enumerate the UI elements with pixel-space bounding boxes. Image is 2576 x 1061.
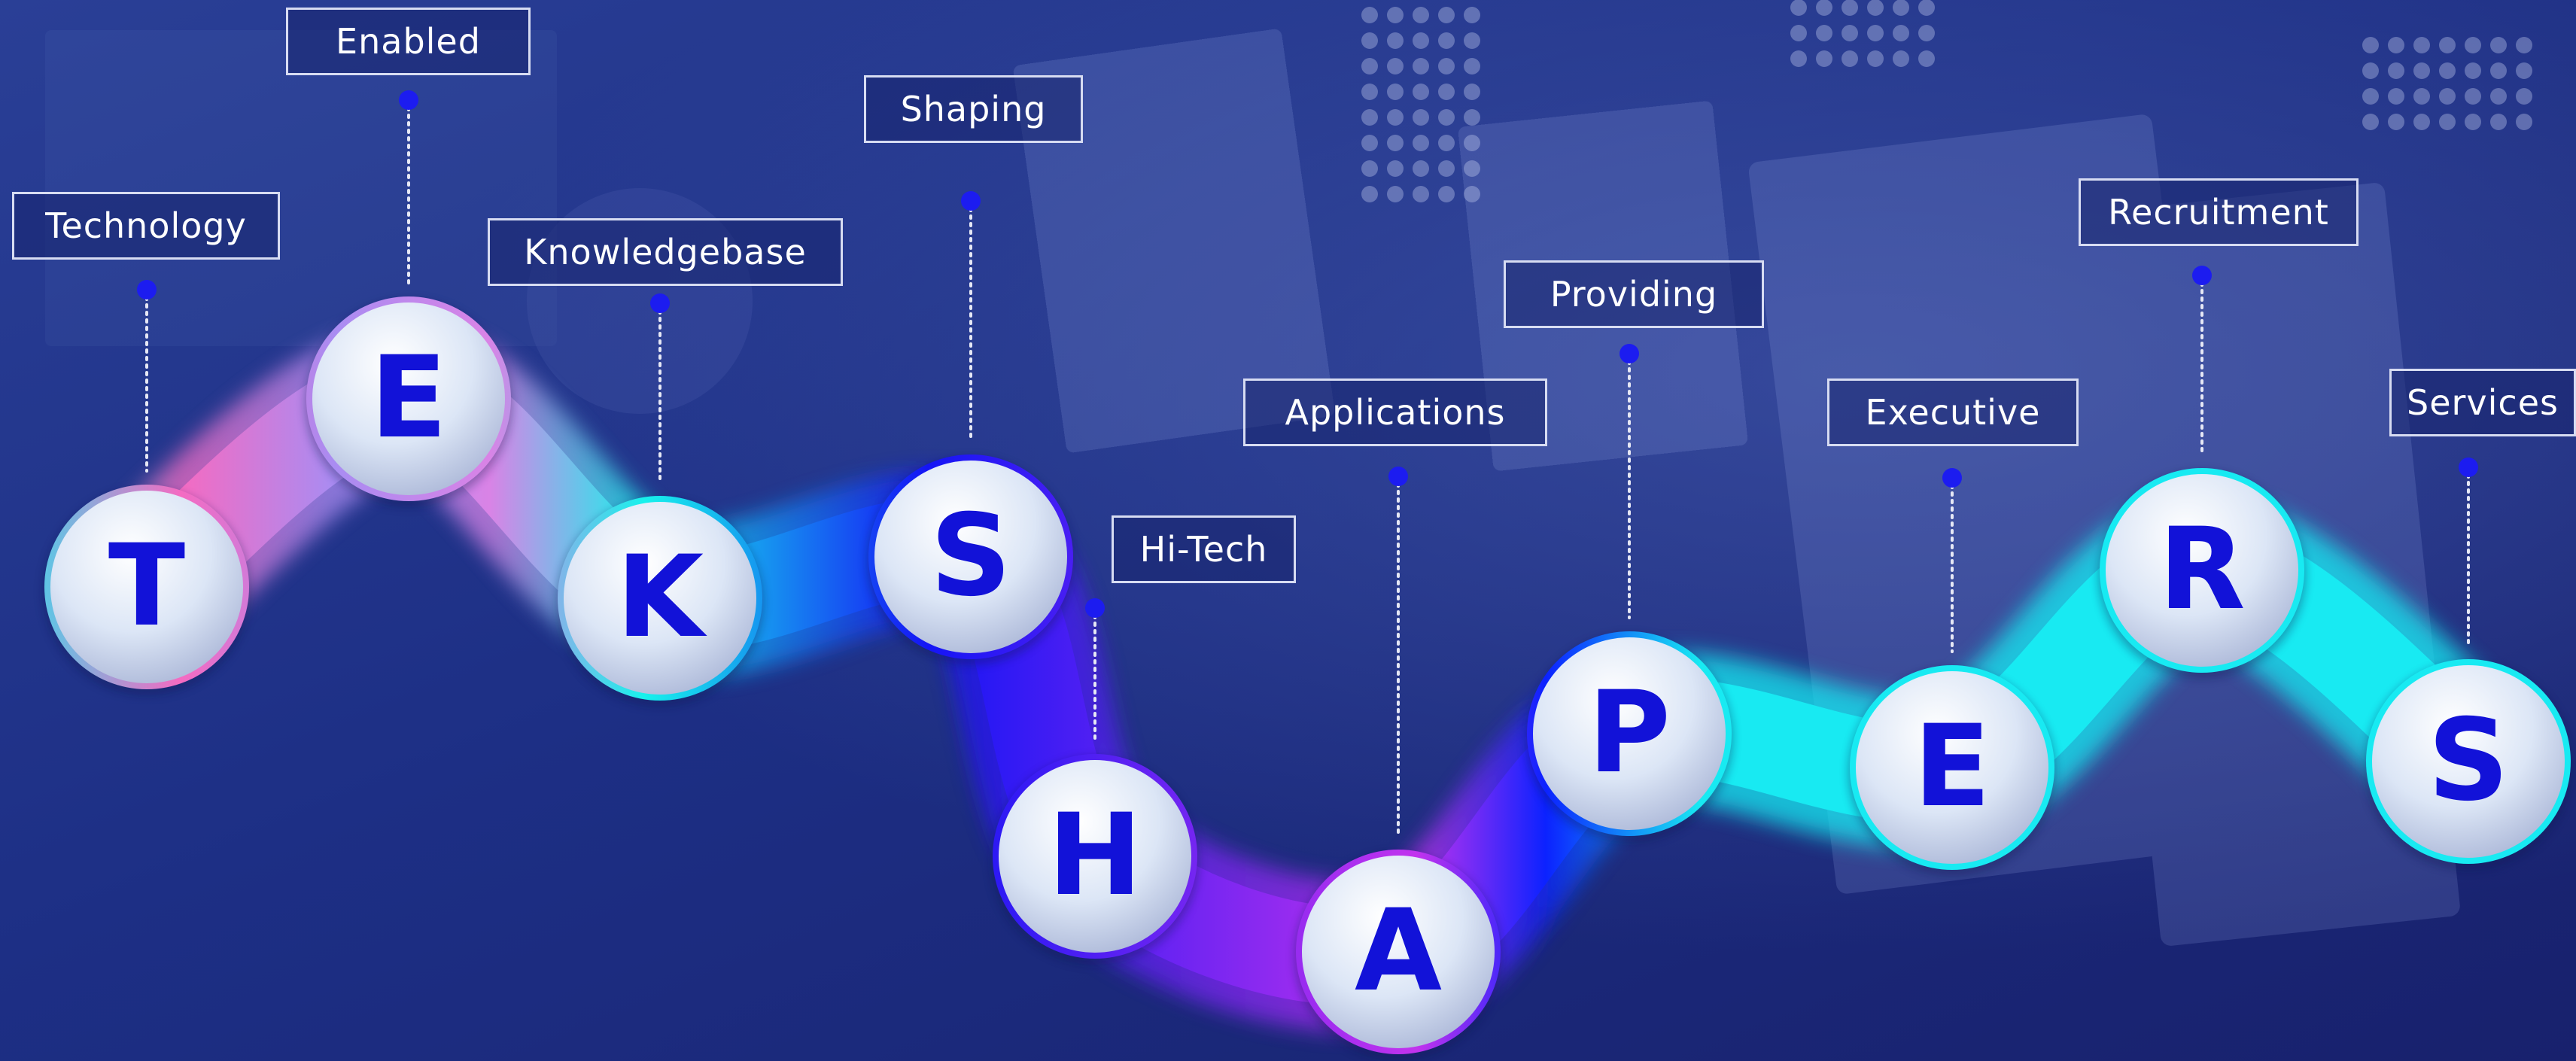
label-connector-dot — [137, 280, 157, 299]
letter-node: E — [305, 296, 512, 507]
letter-node: A — [1294, 850, 1502, 1060]
label-connector-dot — [1085, 598, 1105, 618]
node-label: Executive — [1827, 378, 2079, 446]
node-label: Shaping — [864, 75, 1083, 143]
connector-band — [71, 324, 2544, 1032]
letter-node: K — [556, 496, 764, 707]
node-label: Knowledgebase — [488, 218, 843, 286]
node-label: Applications — [1243, 378, 1547, 446]
node-letter: R — [2158, 504, 2246, 635]
node-letter: P — [1588, 667, 1671, 798]
label-connector-dot — [1620, 344, 1639, 363]
label-connector-dot — [961, 191, 981, 211]
label-connector-dot — [650, 293, 670, 313]
letter-node: E — [1848, 665, 2056, 876]
node-label: Technology — [12, 192, 280, 260]
node-letter: S — [930, 491, 1011, 622]
label-connector-dot — [2192, 266, 2212, 285]
node-letter: A — [1355, 886, 1442, 1017]
node-letter: S — [2428, 695, 2509, 826]
node-letter: K — [616, 532, 707, 663]
label-connector-dot — [399, 90, 418, 110]
node-label: Hi-Tech — [1112, 515, 1296, 583]
node-letter: E — [1914, 701, 1991, 832]
letter-node: H — [991, 754, 1199, 965]
node-letter: H — [1048, 790, 1142, 921]
node-label: Enabled — [286, 8, 531, 75]
letter-node: S — [2365, 659, 2572, 870]
letter-node: S — [867, 454, 1075, 665]
node-letter: T — [108, 521, 185, 652]
label-connectors — [137, 90, 2478, 838]
letter-node: P — [1525, 631, 1733, 842]
label-connector-dot — [1942, 468, 1962, 488]
node-label: Services — [2389, 369, 2576, 436]
label-connector-dot — [1388, 467, 1408, 486]
letter-nodes: T E K S H A P E R S — [43, 296, 2572, 1060]
letter-node: R — [2098, 468, 2306, 679]
label-connector-dot — [2459, 458, 2478, 477]
background-dot-grid — [1361, 0, 2532, 202]
letter-node: T — [43, 485, 251, 695]
node-letter: E — [370, 333, 447, 464]
node-label: Providing — [1504, 260, 1764, 328]
node-label: Recruitment — [2079, 178, 2359, 246]
